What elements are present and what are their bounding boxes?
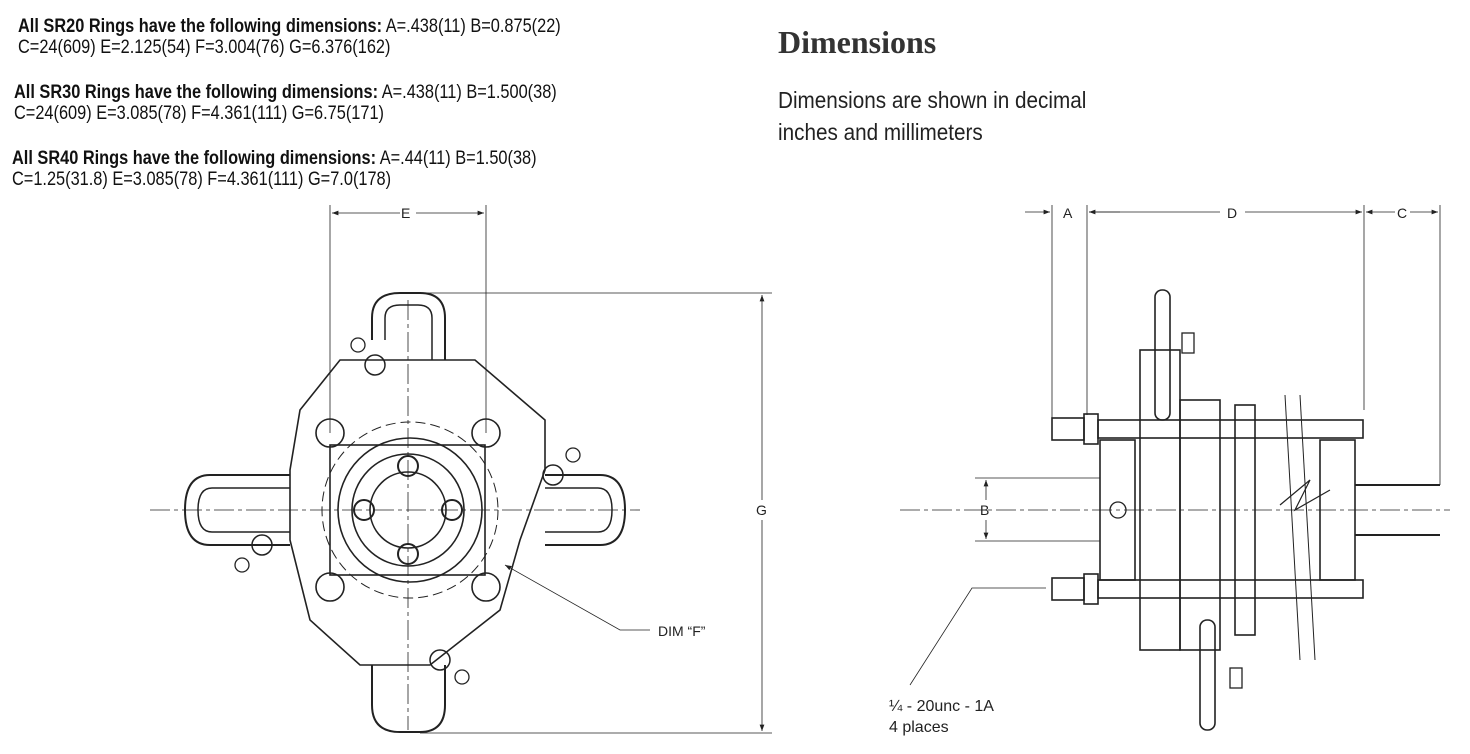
label-dim-f: DIM “F”: [658, 623, 706, 639]
sr30-line2: C=24(609) E=3.085(78) F=4.361(111) G=6.7…: [14, 103, 385, 124]
thread-spec: ¼ - 20unc - 1A: [889, 698, 994, 715]
sr20-heading: All SR20 Rings have the following dimens…: [18, 16, 383, 37]
sr30-heading: All SR30 Rings have the following dimens…: [14, 82, 379, 103]
label-c: C: [1397, 205, 1407, 221]
sr40-heading: All SR40 Rings have the following dimens…: [12, 148, 377, 169]
sr40-spec: All SR40 Rings have the following dimens…: [12, 148, 537, 190]
label-e: E: [401, 205, 410, 221]
sr20-spec: All SR20 Rings have the following dimens…: [18, 16, 561, 58]
sr20-line2: C=24(609) E=2.125(54) F=3.004(76) G=6.37…: [18, 37, 391, 58]
side-view-drawing: [900, 205, 1450, 731]
sr40-line1: A=.44(11) B=1.50(38): [376, 148, 537, 169]
label-b: B: [980, 502, 989, 518]
sr30-spec: All SR30 Rings have the following dimens…: [14, 82, 557, 124]
label-a: A: [1063, 205, 1073, 221]
label-g: G: [756, 502, 767, 518]
sr20-line1: A=.438(11) B=0.875(22): [382, 16, 561, 37]
sr30-line1: A=.438(11) B=1.500(38): [378, 82, 557, 103]
section-description: Dimensions are shown in decimal inches a…: [778, 87, 1087, 145]
thread-count: 4 places: [889, 719, 949, 736]
label-d: D: [1227, 205, 1237, 221]
front-view-drawing: [150, 205, 772, 734]
sr40-line2: C=1.25(31.8) E=3.085(78) F=4.361(111) G=…: [12, 169, 392, 190]
thread-note: ¼ - 20unc - 1A 4 places: [889, 696, 994, 738]
section-title: Dimensions: [778, 24, 937, 60]
